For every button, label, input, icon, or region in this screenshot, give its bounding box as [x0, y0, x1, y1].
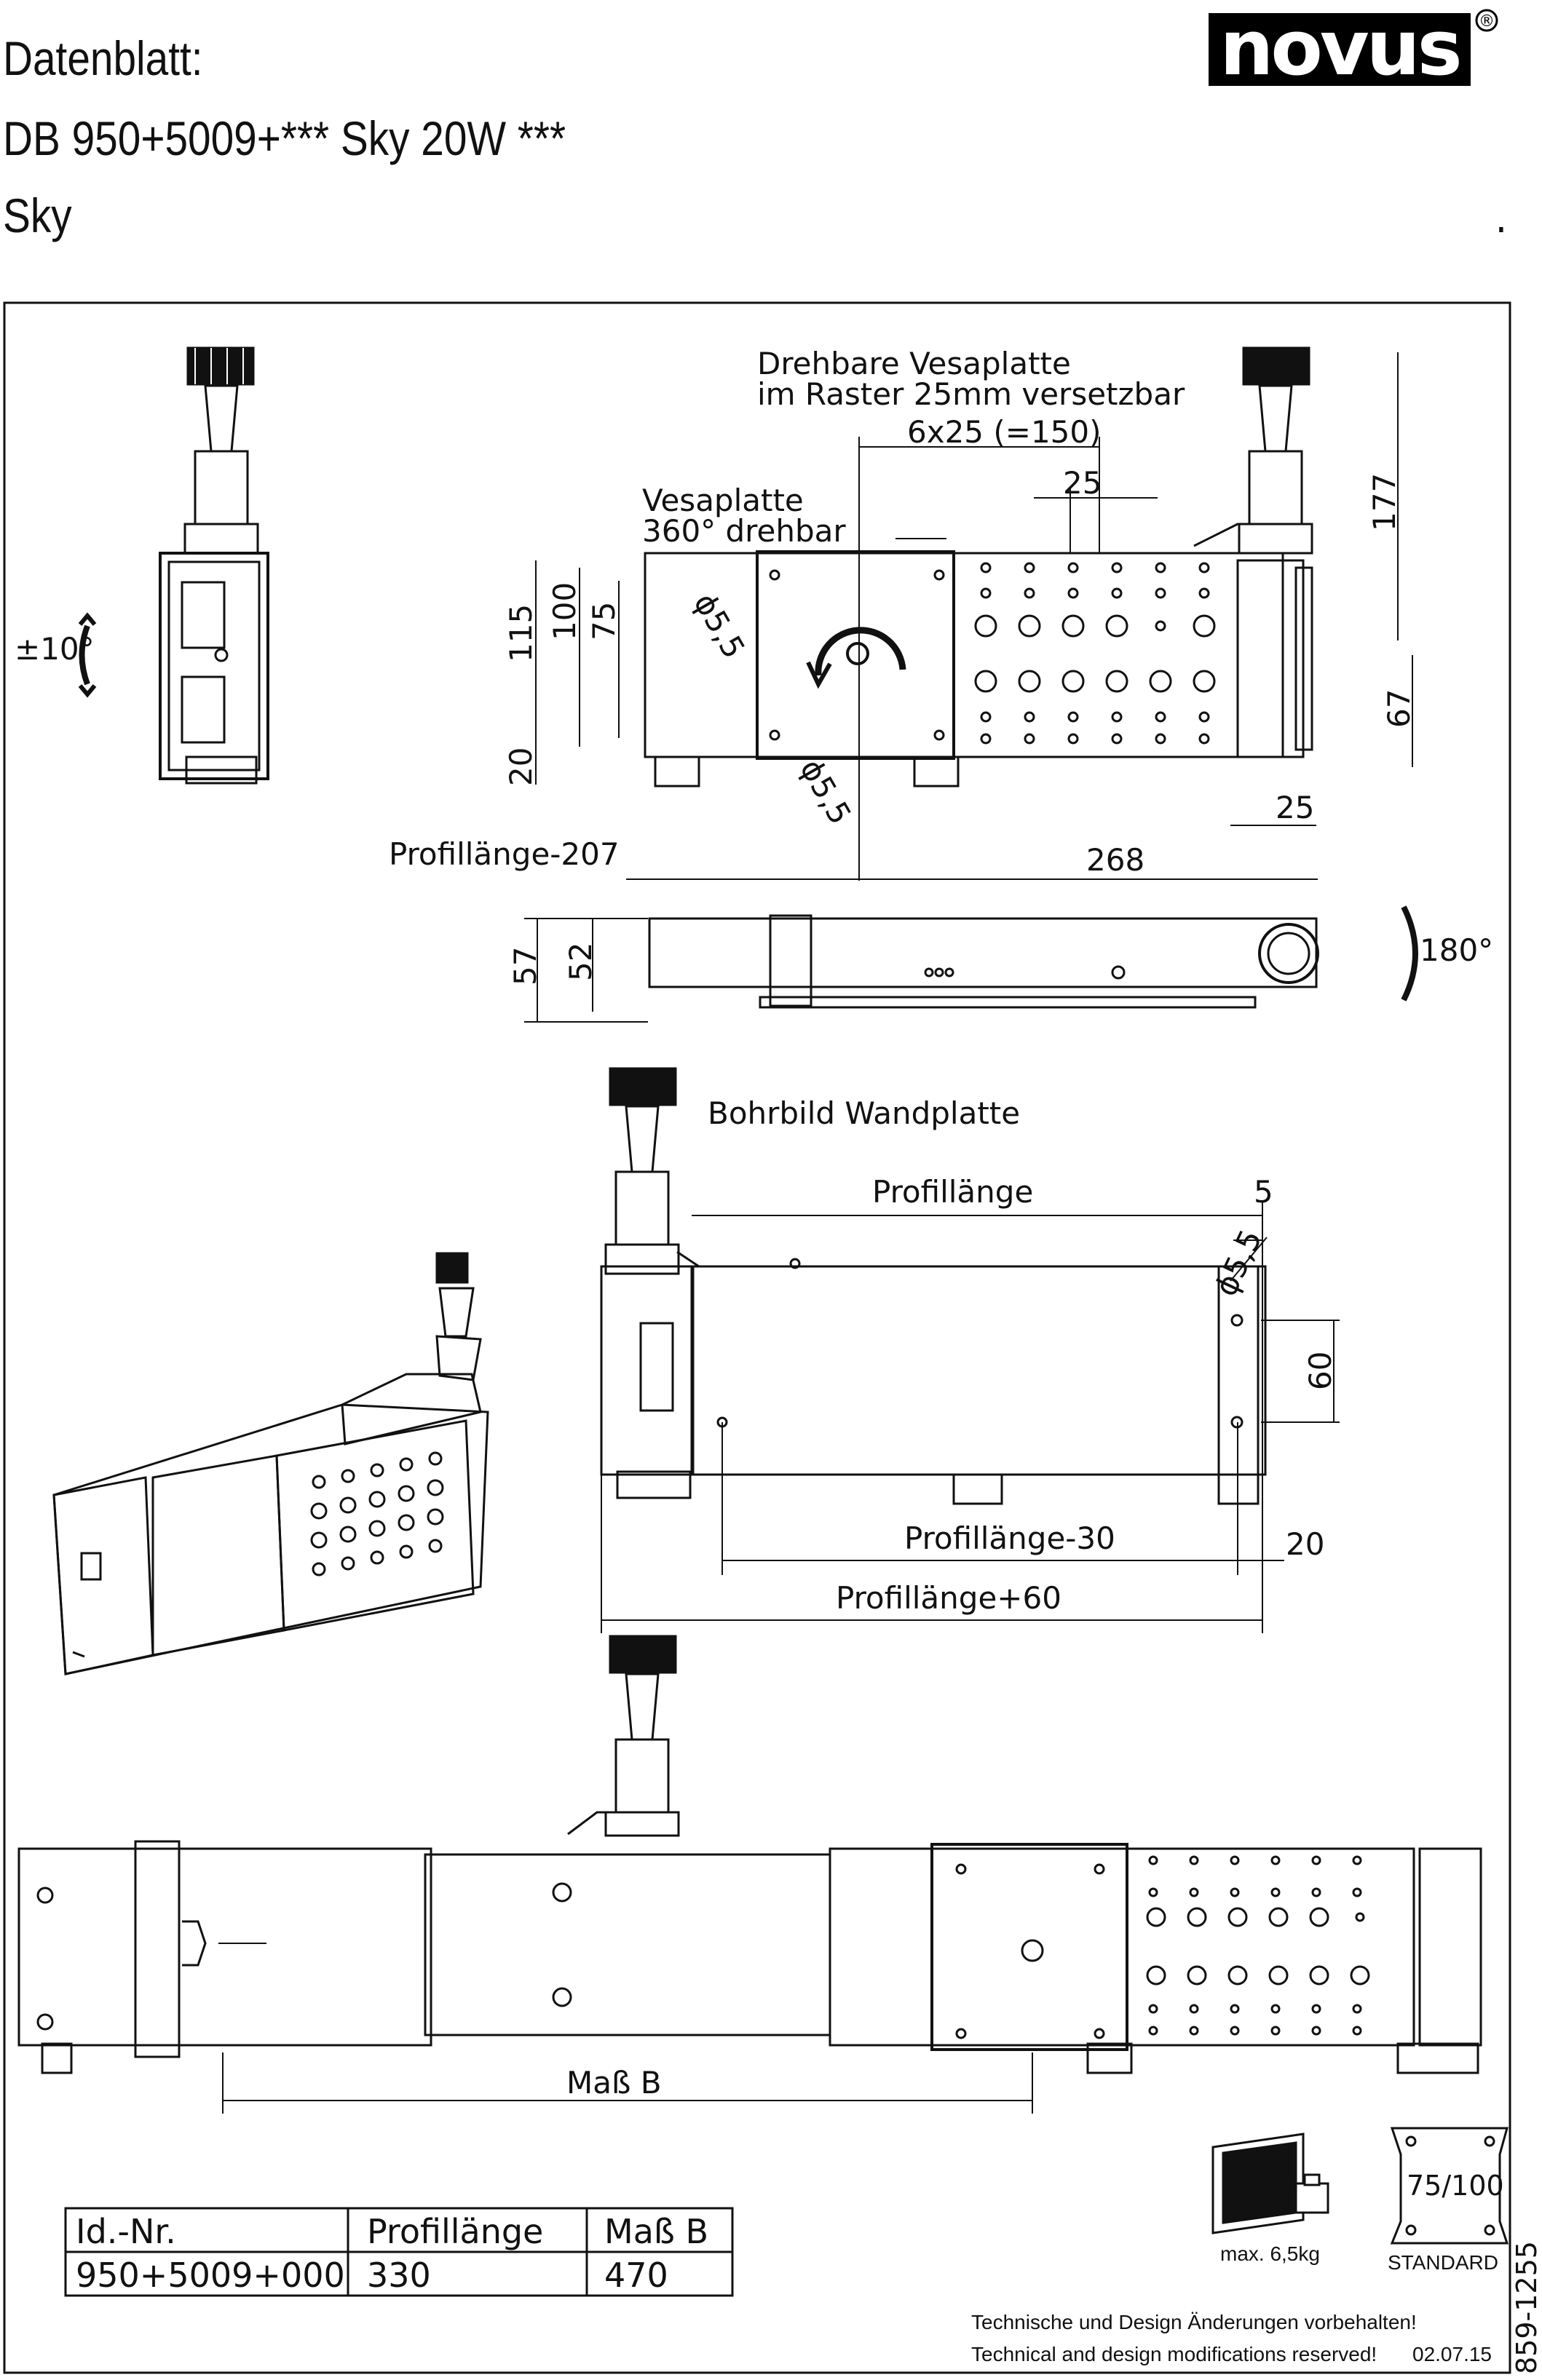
dim-75: 75	[586, 602, 622, 640]
dim-100: 100	[547, 582, 582, 640]
dimension-lines-wall	[601, 1202, 1340, 1633]
dim-25-top: 25	[1063, 465, 1102, 501]
table-cell-id: 950+5009+000	[76, 2256, 345, 2295]
dim-67: 67	[1381, 689, 1417, 728]
tilt-arrow-icon	[79, 624, 90, 686]
weight-label: max. 6,5kg	[1220, 2242, 1320, 2265]
dim-60: 60	[1302, 1352, 1338, 1390]
footer-doc-number: 859-1255	[1511, 2241, 1542, 2374]
annotation-vesa-plate-2: 360° drehbar	[642, 513, 846, 549]
dim-20-left: 20	[503, 747, 539, 786]
side-view-bracket	[159, 346, 269, 785]
hole-grid-top	[974, 562, 1216, 745]
footer-note-de: Technische und Design Änderungen vorbeha…	[971, 2311, 1417, 2333]
dim-5: 5	[1254, 1174, 1273, 1210]
title-line-1: Datenblatt:	[3, 31, 203, 85]
title-line-2: DB 950+5009+*** Sky 20W ***	[3, 111, 566, 165]
dim-20-bottom: 20	[1286, 1526, 1324, 1562]
dim-profil-30: Profillänge-30	[904, 1520, 1115, 1556]
isometric-view	[52, 1252, 489, 1675]
logo-registered-mark: ®	[1479, 12, 1495, 31]
hole-grid-bottom	[1146, 1855, 1370, 2036]
dimension-lines-bottom	[218, 1943, 1033, 2114]
spec-table	[64, 2207, 734, 2297]
footer-note-en: Technical and design modifications reser…	[971, 2343, 1377, 2365]
vesa-label: 75/100	[1407, 2170, 1504, 2202]
annotation-vesa-plate-1: Vesaplatte	[642, 483, 804, 518]
dim-115: 115	[503, 604, 539, 662]
dim-52: 52	[563, 943, 598, 981]
dim-mass-b: Maß B	[566, 2065, 662, 2101]
title-dot: .	[1495, 189, 1507, 242]
rotation-arrow-icon	[815, 627, 906, 676]
dim-57: 57	[507, 947, 543, 985]
table-cell-profil: 330	[367, 2256, 431, 2295]
dim-phi55-a: ϕ5,5	[687, 587, 752, 665]
dim-profil: Profillänge	[872, 1174, 1033, 1210]
table-cell-mass-b: 470	[604, 2256, 668, 2295]
dim-177: 177	[1367, 473, 1402, 531]
dim-6x25: 6x25 (=150)	[907, 414, 1102, 450]
vesa-standard-label: STANDARD	[1388, 2251, 1498, 2274]
table-header-profil: Profillänge	[367, 2212, 543, 2251]
wall-plate-view	[600, 1067, 1267, 1505]
annotation-wall-plate: Bohrbild Wandplatte	[708, 1095, 1020, 1131]
dim-25-right: 25	[1276, 790, 1314, 825]
front-view	[524, 905, 1418, 1023]
vesa-standard-icon	[1390, 2127, 1509, 2245]
hole-grid-iso	[310, 1451, 444, 1576]
annotation-rotatable-plate-1: Drehbare Vesaplatte	[757, 346, 1071, 381]
dim-268: 268	[1086, 842, 1144, 878]
annotation-rotatable-plate-2: im Raster 25mm versetzbar	[757, 376, 1185, 412]
dim-phi55-b: ϕ5,5	[793, 753, 858, 830]
dim-phi55-c: ϕ5,5	[1208, 1224, 1269, 1301]
novus-logo: novus ®	[1209, 7, 1498, 92]
dim-profil-60: Profillänge+60	[836, 1580, 1061, 1616]
table-header-mass-b: Maß B	[604, 2212, 708, 2251]
rotate-180-arrow-icon	[1401, 905, 1418, 1001]
annotation-rotate: 180°	[1420, 932, 1493, 968]
dim-profil-207: Profillänge-207	[389, 836, 620, 872]
logo-text: novus	[1219, 7, 1459, 92]
weight-icon	[1211, 2133, 1329, 2234]
footer-date: 02.07.15	[1412, 2343, 1492, 2365]
annotation-tilt: ±10°	[15, 631, 95, 667]
top-view-assembly	[644, 346, 1313, 788]
title-line-3: Sky	[3, 189, 72, 242]
long-bottom-view	[17, 1635, 1482, 2074]
drawing-frame	[3, 301, 1511, 2374]
table-header-id: Id.-Nr.	[76, 2212, 176, 2251]
dimension-lines-top	[535, 352, 1413, 881]
